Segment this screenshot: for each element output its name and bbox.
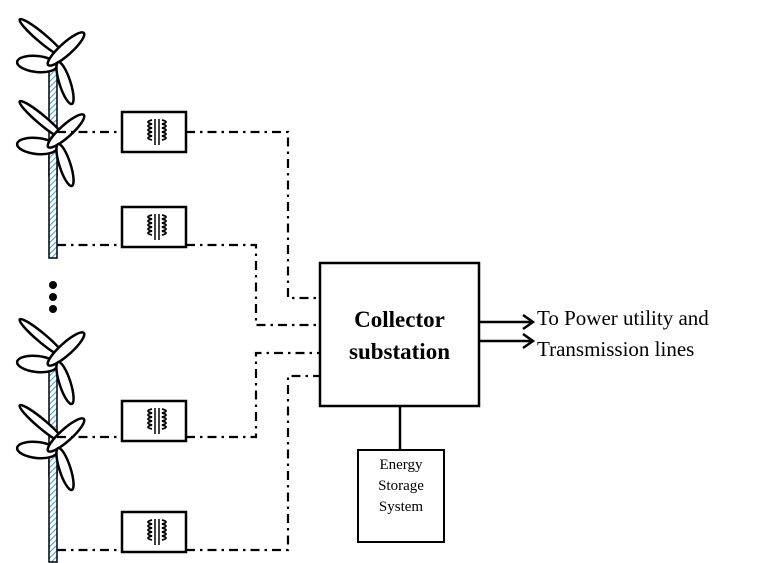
energy-storage-label-line3: System bbox=[378, 499, 424, 515]
transformer-to-substation-lines bbox=[186, 130, 320, 552]
collector-label-line1: Collector bbox=[354, 307, 445, 332]
arrow-right-icon bbox=[479, 332, 536, 350]
output-label: To Power utility and Transmission lines bbox=[537, 303, 709, 365]
energy-storage-label-line1: Energy bbox=[379, 457, 423, 473]
energy-storage-label-line2: Storage bbox=[378, 478, 424, 494]
wind-turbine-icon bbox=[15, 96, 90, 260]
wind-turbine-icon bbox=[15, 400, 90, 563]
transformer-icon bbox=[120, 510, 188, 554]
transformer-icon bbox=[120, 399, 188, 443]
output-label-line2: Transmission lines bbox=[537, 337, 695, 361]
transformer-icon bbox=[120, 110, 188, 154]
output-label-line1: To Power utility and bbox=[537, 306, 709, 330]
collector-substation-label: Collector substation bbox=[320, 304, 479, 368]
energy-storage-label: Energy Storage System bbox=[358, 455, 444, 518]
collector-label-line2: substation bbox=[349, 339, 450, 364]
transformer-icon bbox=[120, 205, 188, 249]
energy-storage-box bbox=[357, 449, 445, 543]
arrow-right-icon bbox=[479, 313, 536, 331]
vertical-ellipsis-icon bbox=[49, 281, 57, 313]
